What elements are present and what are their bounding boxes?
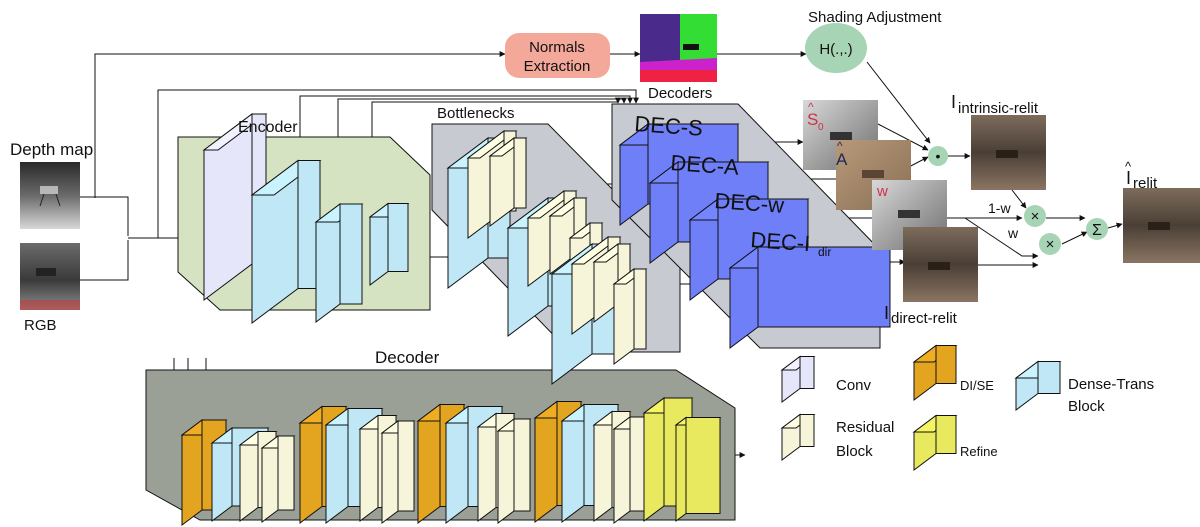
legend-di-se-block (914, 346, 956, 401)
depth-map-image (20, 162, 80, 229)
legend-dense-block (1016, 362, 1060, 411)
encoder-label: Encoder (238, 119, 298, 136)
depth-map-label: Depth map (10, 140, 93, 159)
dec-a-label: DEC-A (670, 150, 740, 180)
decoder-block-12-res (498, 419, 530, 523)
normals-label-line2: Extraction (524, 58, 591, 75)
legend-di-se: DI/SE (960, 378, 994, 393)
intrinsic-relit-image (971, 115, 1046, 190)
w-label: w (876, 183, 888, 200)
dec-s-label: DEC-S (634, 111, 704, 141)
sum-op-symbol: Σ (1092, 222, 1102, 239)
legend-dense-1: Dense-Trans (1068, 376, 1154, 393)
legend-dense-2: Block (1068, 398, 1105, 415)
normals-image (640, 14, 717, 82)
direct-relit-image (903, 227, 978, 302)
legend-refine-block (914, 416, 956, 471)
legend-blocks (782, 346, 1060, 471)
decoders-label: Decoders (648, 85, 712, 102)
bottlenecks-label: Bottlenecks (437, 105, 515, 122)
decoder-label: Decoder (375, 348, 440, 367)
one-minus-w-label: 1-w (988, 200, 1011, 216)
legend-residual-1: Residual (836, 419, 894, 436)
direct-relit-base: I (884, 303, 889, 323)
mul-op-symbol-2: × (1046, 236, 1055, 253)
s-hat-sub: 0 (818, 122, 824, 133)
decoder-block-4-res (262, 436, 294, 522)
shading-func: H(.,.) (819, 41, 852, 58)
dot-op-symbol: • (936, 148, 941, 164)
legend-residual-block (782, 415, 814, 461)
encoder-dense-block-2 (316, 204, 362, 322)
intrinsic-relit-base: I (951, 92, 956, 112)
w-weight-label: w (1007, 225, 1019, 241)
mul-op-symbol-1: × (1031, 208, 1040, 225)
relit-image (1123, 188, 1200, 263)
dec-i-sub: dir (818, 245, 831, 259)
decoder-block-8-res (382, 421, 414, 523)
normals-label-line1: Normals (529, 39, 585, 56)
rgb-label: RGB (24, 317, 57, 334)
dec-w-label: DEC-w (714, 188, 785, 218)
relit-base: I (1126, 168, 1131, 188)
shading-title: Shading Adjustment (808, 9, 942, 26)
direct-relit-sub: direct-relit (891, 310, 958, 327)
legend-conv-block (782, 357, 814, 403)
decoder-block-18-refine (676, 418, 720, 522)
dec-i-label: DEC-I (750, 227, 811, 256)
rgb-image (20, 243, 80, 310)
legend-conv: Conv (836, 377, 872, 394)
legend-residual-2: Block (836, 443, 873, 460)
a-hat-mark: ^ (837, 139, 843, 153)
intrinsic-relit-sub: intrinsic-relit (958, 100, 1039, 117)
decoder-block-16-res (614, 417, 646, 523)
relit-sub: relit (1133, 175, 1158, 192)
s-hat-mark: ^ (808, 100, 814, 114)
legend-refine: Refine (960, 444, 998, 459)
